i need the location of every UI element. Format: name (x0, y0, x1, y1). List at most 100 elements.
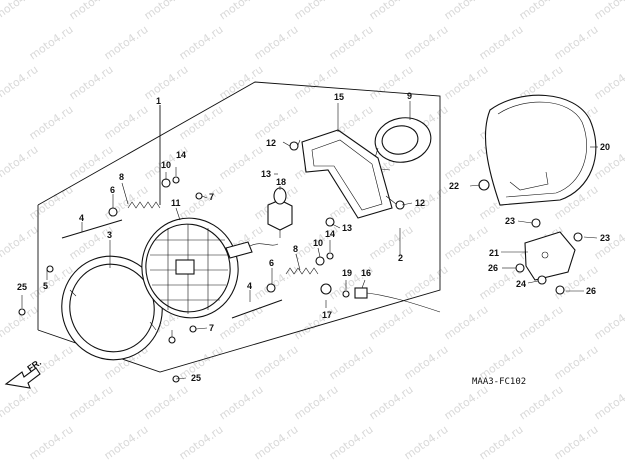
watermark-text: moto4.ru (592, 303, 625, 343)
callout-26b: 26 (586, 286, 596, 296)
watermark-text: moto4.ru (177, 423, 226, 463)
front-direction-indicator: FR. (4, 357, 43, 389)
callout-16: 16 (361, 268, 371, 278)
watermark-text: moto4.ru (67, 143, 116, 183)
watermark-text: moto4.ru (0, 383, 41, 423)
callout-10b: 10 (313, 238, 323, 248)
watermark-text: moto4.ru (292, 303, 341, 343)
watermark-text: moto4.ru (0, 223, 41, 263)
callout-6b: 6 (269, 258, 274, 268)
assembly-boundary (37, 81, 441, 373)
watermark-text: moto4.ru (102, 103, 151, 143)
callout-12b: 12 (415, 198, 425, 208)
callout-11: 11 (171, 198, 181, 208)
watermark-text: moto4.ru (252, 343, 301, 383)
watermark-text: moto4.ru (442, 383, 491, 423)
callout-20: 20 (600, 142, 610, 152)
watermark-text: moto4.ru (177, 183, 226, 223)
watermark-text: moto4.ru (0, 63, 41, 103)
callout-25b: 25 (191, 373, 201, 383)
callout-3: 3 (107, 230, 112, 240)
watermark-text: moto4.ru (252, 23, 301, 63)
watermark-text: moto4.ru (517, 303, 566, 343)
watermark-text: moto4.ru (177, 343, 226, 383)
watermark-text: moto4.ru (477, 23, 526, 63)
watermark-text: moto4.ru (442, 63, 491, 103)
watermark-text: moto4.ru (327, 23, 376, 63)
callout-10a: 10 (161, 160, 171, 170)
watermark-text: moto4.ru (327, 343, 376, 383)
watermark-text: moto4.ru (327, 423, 376, 463)
diagram-code: MAA3-FC102 (472, 377, 526, 387)
watermark-text: moto4.ru (102, 423, 151, 463)
headlight-bulb (267, 187, 293, 238)
callout-2: 2 (398, 253, 403, 263)
watermark-text: moto4.ru (142, 0, 191, 22)
callout-8b: 8 (293, 244, 298, 254)
watermark-text: moto4.ru (67, 63, 116, 103)
headlight-case (371, 117, 432, 171)
headlight-housing (484, 94, 597, 206)
watermark-text: moto4.ru (442, 303, 491, 343)
watermark-text: moto4.ru (292, 383, 341, 423)
callout-25a: 25 (17, 282, 27, 292)
watermark-text: moto4.ru (592, 0, 625, 22)
callout-labels: 1 2 3 4 4 5 6 6 7 7 8 8 9 10 10 11 12 12… (17, 91, 610, 383)
watermark-text: moto4.ru (252, 103, 301, 143)
sub-harness (354, 287, 441, 313)
watermark-text: moto4.ru (477, 423, 526, 463)
leader-lines (21, 101, 598, 380)
callout-18: 18 (276, 177, 286, 187)
watermark-text: moto4.ru (27, 183, 76, 223)
watermark-text: moto4.ru (142, 63, 191, 103)
watermark-text: moto4.ru (27, 23, 76, 63)
watermark-text: moto4.ru (27, 103, 76, 143)
watermark-text: moto4.ru (67, 0, 116, 22)
callout-19: 19 (342, 268, 352, 278)
callout-14b: 14 (325, 229, 335, 239)
watermark-text: moto4.ru (177, 23, 226, 63)
watermark-text: moto4.ru (592, 63, 625, 103)
callout-17: 17 (322, 310, 332, 320)
mounting-stay (524, 231, 576, 281)
watermark-text: moto4.ru (217, 143, 266, 183)
callout-8a: 8 (119, 172, 124, 182)
callout-23a: 23 (505, 216, 515, 226)
callout-4a: 4 (79, 213, 84, 223)
watermark-text: moto4.ru (142, 383, 191, 423)
watermark-text: moto4.ru (402, 423, 451, 463)
watermark-text: moto4.ru (367, 0, 416, 22)
watermark-text: moto4.ru (367, 223, 416, 263)
watermark-text: moto4.ru (0, 303, 41, 343)
callout-13a: 13 (261, 169, 271, 179)
watermark-text: moto4.ru (402, 23, 451, 63)
watermark-text: moto4.ru (217, 0, 266, 22)
callout-7a: 7 (209, 192, 214, 202)
watermark-text: moto4.ru (252, 423, 301, 463)
watermark-text: moto4.ru (592, 383, 625, 423)
watermark-text: moto4.ru (102, 23, 151, 63)
watermark-text: moto4.ru (0, 0, 41, 22)
headlight-unit (141, 217, 279, 319)
watermark-text: moto4.ru (0, 143, 41, 183)
watermark-text: moto4.ru (517, 0, 566, 22)
watermark-text: moto4.ru (402, 263, 451, 303)
callout-1: 1 (156, 96, 161, 106)
callout-12a: 12 (266, 138, 276, 148)
watermark-text: moto4.ru (402, 183, 451, 223)
callout-21: 21 (489, 248, 499, 258)
callout-14a: 14 (176, 150, 186, 160)
callout-4b: 4 (247, 281, 252, 291)
watermark-text: moto4.ru (442, 143, 491, 183)
callout-7b: 7 (209, 323, 214, 333)
watermark-text: moto4.ru (402, 343, 451, 383)
callout-22: 22 (449, 181, 459, 191)
watermark-text: moto4.ru (517, 383, 566, 423)
watermark-text: moto4.ru (217, 383, 266, 423)
watermark-text: moto4.ru (27, 423, 76, 463)
watermark-text: moto4.ru (67, 383, 116, 423)
callout-26a: 26 (488, 263, 498, 273)
